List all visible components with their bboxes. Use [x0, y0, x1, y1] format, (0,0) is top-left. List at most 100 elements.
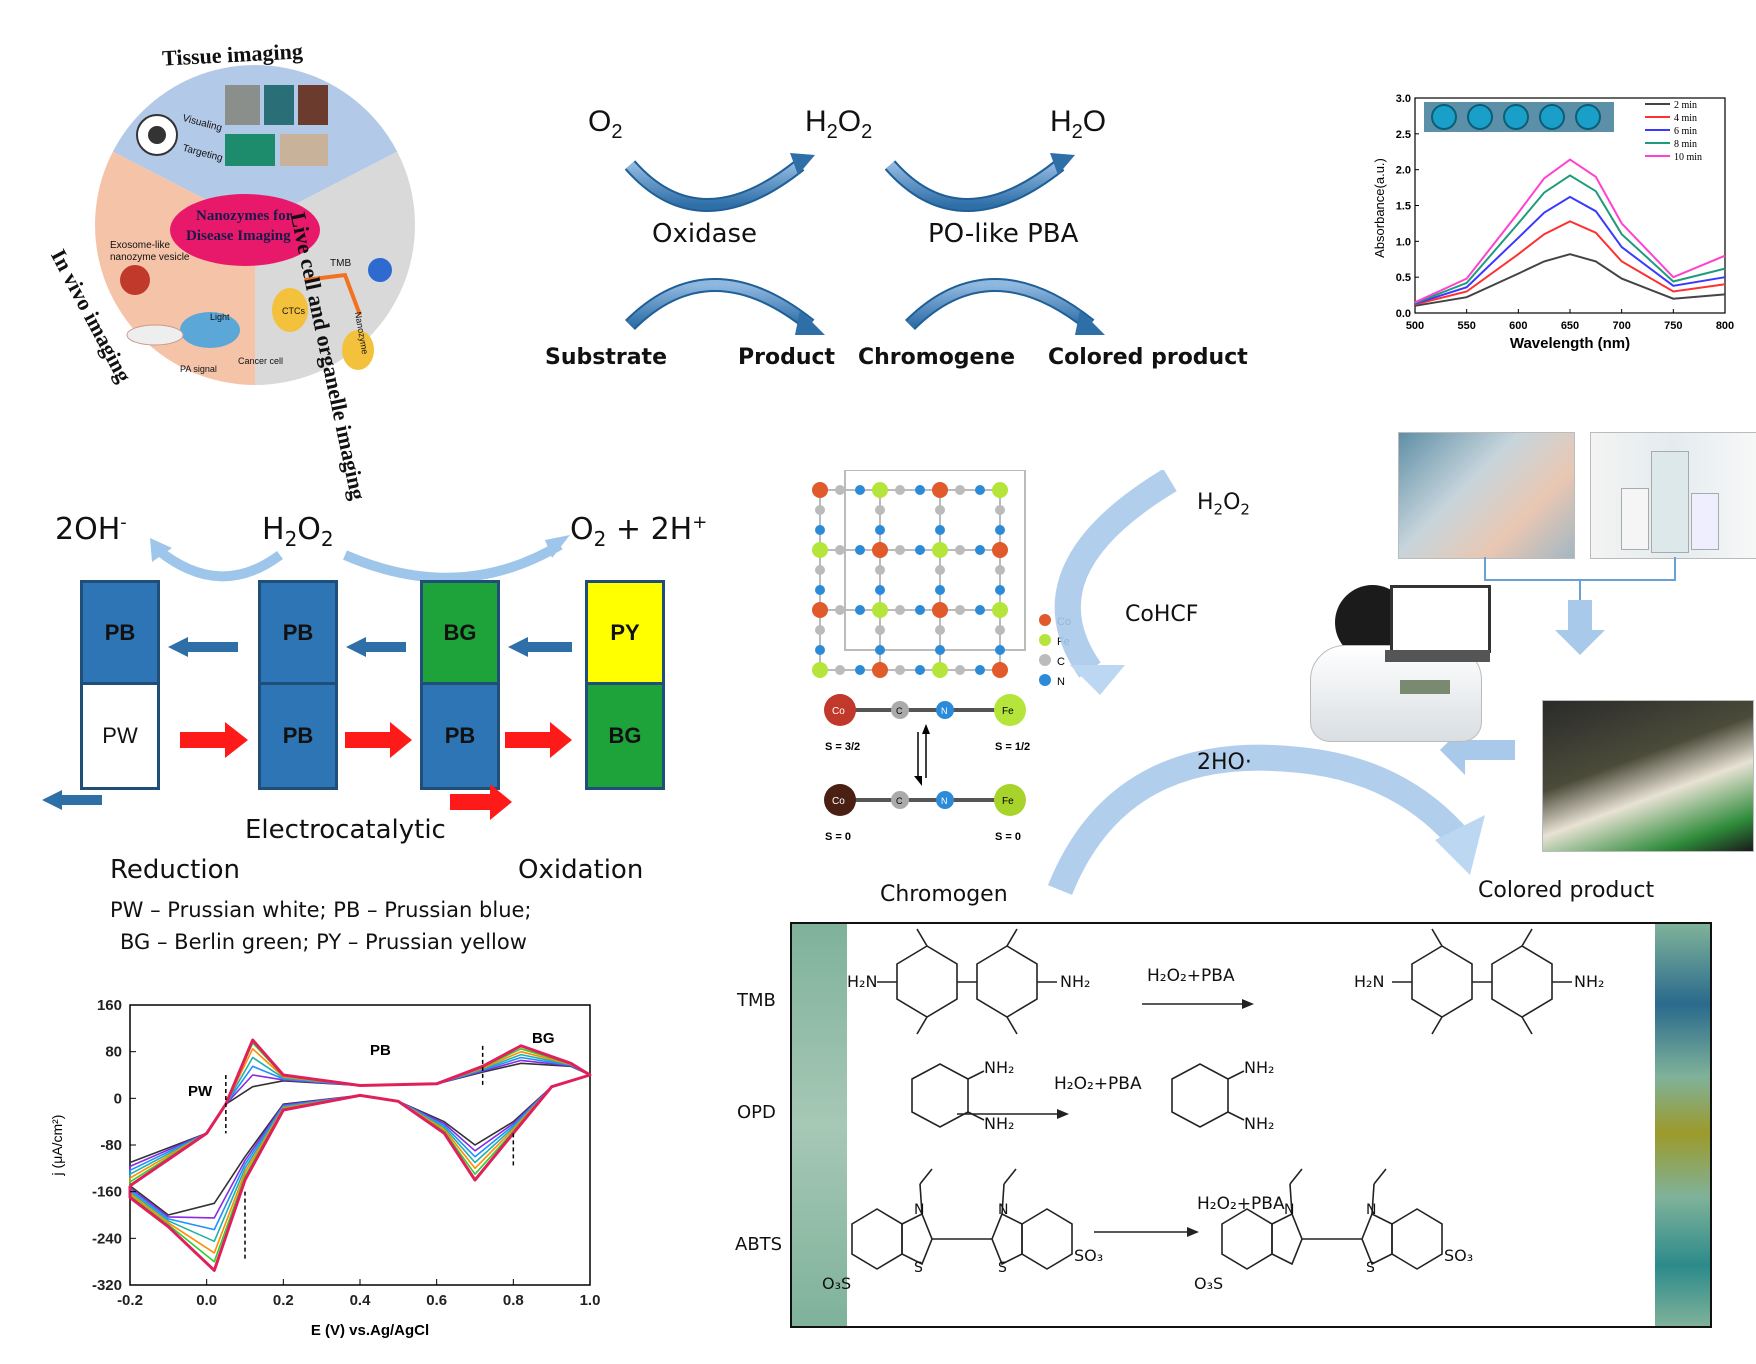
blood-draw-photo: [1398, 432, 1575, 559]
opd-imine-2: NH₂: [1244, 1114, 1275, 1133]
lattice-carbon: [835, 665, 845, 675]
cv-xtick-label: 0.2: [273, 1292, 294, 1309]
absorbance-series-1: [1414, 253, 1726, 307]
vial-1: [1651, 451, 1689, 553]
lattice-carbon: [995, 505, 1005, 515]
o2h-sup: +: [692, 512, 708, 533]
hydroxide-label: 2OH-: [55, 512, 127, 547]
legend-fe-dot: [1039, 634, 1051, 646]
abts-s-3: S: [1366, 1260, 1375, 1276]
lattice-carbon: [935, 625, 945, 635]
mouse-icon: [126, 324, 184, 346]
abs-ytick-label: 2.0: [1396, 165, 1411, 177]
lattice-nitrogen: [975, 665, 985, 675]
spin-s32: S = 3/2: [825, 741, 860, 753]
lattice-carbon: [875, 505, 885, 515]
cell-icon: [342, 330, 374, 370]
nanoparticle-icon: [136, 114, 178, 156]
cohcf-h2o2: H2O2: [1197, 490, 1250, 518]
lattice-metal: [812, 602, 828, 618]
lattice-nitrogen: [975, 545, 985, 555]
reaction-arrow-icon: [304, 272, 362, 316]
electrocatalytic-label: Electrocatalytic: [245, 815, 446, 845]
lattice-nitrogen: [855, 605, 865, 615]
tissue-photo-5: [280, 134, 328, 166]
lattice-carbon: [935, 565, 945, 575]
c-text-1: C: [896, 706, 903, 716]
cohcf-structure: Co Fe C N Co Fe C N S = 3/2 S = 1/2 Co F…: [800, 469, 1100, 870]
legend-c-text: C: [1057, 656, 1065, 668]
well-4: [1539, 104, 1565, 130]
n-text-1: N: [941, 706, 948, 716]
abts-so3-right-2: SO₃: [1444, 1246, 1474, 1265]
laptop-screen: [1390, 585, 1491, 653]
lattice-metal: [932, 542, 948, 558]
legend-line-1: PW – Prussian white; PB – Prussian blue;: [110, 898, 532, 922]
lattice-carbon: [955, 605, 965, 615]
lattice-carbon: [955, 545, 965, 555]
chromogene-label: Chromogene: [858, 345, 1016, 370]
lattice-carbon: [955, 485, 965, 495]
co3-atom: [824, 694, 856, 726]
c-text-2: C: [896, 796, 903, 806]
vials-photo: [1590, 432, 1756, 559]
hydroxide-sup: -: [120, 512, 127, 533]
absorbance-series-4: [1414, 174, 1726, 304]
box2-top-pb: PB: [261, 583, 335, 685]
lattice-graphic: Co Fe C N Co Fe C N S = 3/2 S = 1/2 Co F…: [812, 469, 1071, 843]
n-atom-1: [936, 701, 954, 719]
opd-imine-1: NH₂: [1244, 1058, 1275, 1077]
cv-ytick-label: 160: [97, 997, 122, 1014]
cv-ytick-label: 0: [114, 1090, 122, 1107]
lattice-carbon: [895, 485, 905, 495]
lattice-nitrogen: [875, 525, 885, 535]
lattice-carbon: [895, 545, 905, 555]
abts-so3-right: SO₃: [1074, 1246, 1104, 1265]
tmb-left-amine-1: H₂N: [847, 972, 878, 991]
tmb-left-amine-2: NH₂: [1060, 972, 1091, 991]
cv-ytick-label: -80: [100, 1137, 122, 1154]
lattice-metal: [812, 662, 828, 678]
state-arrows: [42, 637, 572, 820]
abs-legend-label: 8 min: [1674, 139, 1697, 150]
abs-legend-label: 4 min: [1674, 113, 1697, 124]
left-tubes-photo: [792, 924, 847, 1326]
legend-co-dot: [1039, 614, 1051, 626]
spectro-display: [1400, 680, 1450, 694]
o2-sub: 2: [611, 121, 623, 143]
lattice-carbon: [895, 665, 905, 675]
lattice-bonds: [819, 469, 1026, 671]
cv-xtick-label: 0.0: [196, 1292, 217, 1309]
chromogen-header: Chromogen: [880, 882, 1008, 907]
box1-bottom-pw: PW: [83, 685, 157, 787]
tissue-photo-4: [225, 134, 275, 166]
cv-annot-bg: BG: [532, 1030, 555, 1047]
lattice-metal: [812, 542, 828, 558]
wheel-center-line2: Disease Imaging: [186, 228, 291, 244]
absorbance-xlabel: Wavelength (nm): [1510, 335, 1630, 352]
abs-xtick-label: 800: [1716, 320, 1734, 332]
lattice-nitrogen: [875, 585, 885, 595]
abs-xtick-label: 650: [1561, 320, 1579, 332]
lattice-metal: [992, 482, 1008, 498]
lattice-nitrogen: [935, 525, 945, 535]
box4-bottom-bg: BG: [588, 685, 662, 787]
lattice-nitrogen: [935, 645, 945, 655]
absorbance-series-3: [1414, 195, 1726, 305]
lattice-nitrogen: [915, 545, 925, 555]
lattice-carbon: [815, 505, 825, 515]
substrate-label: Substrate: [545, 345, 667, 370]
ch-s2: 2: [1240, 500, 1250, 519]
oxidation-legend-arrow: [450, 784, 512, 820]
ch-s1: 2: [1213, 500, 1224, 519]
pipetting-photo: [1542, 700, 1754, 852]
radical-label: 2HO·: [1197, 750, 1252, 775]
lattice-carbon: [815, 625, 825, 635]
abts-so3-left-2: O₃S: [1194, 1274, 1224, 1293]
well-3: [1503, 104, 1529, 130]
h2o2m-o: O: [297, 512, 321, 547]
reaction-structures: [851, 928, 1572, 1270]
abs-ytick-label: 3.0: [1396, 93, 1411, 105]
